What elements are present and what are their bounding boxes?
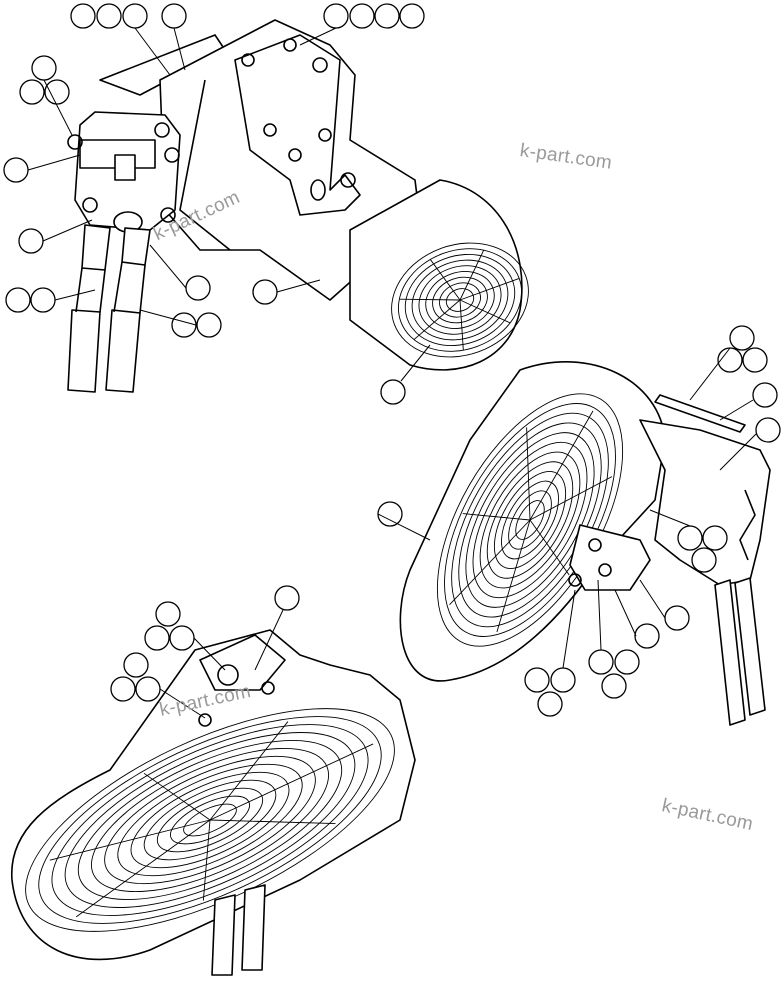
cage-wire [25, 708, 395, 932]
cage-spoke [202, 819, 211, 901]
cage-spoke [459, 278, 520, 301]
cage-spoke [529, 410, 594, 521]
cage-spoke [526, 427, 531, 521]
cage-spoke [399, 298, 461, 301]
cage-spoke [459, 299, 511, 324]
cage-spoke [529, 519, 570, 576]
cage-spoke [459, 299, 464, 351]
cage-wire [38, 716, 382, 924]
cage-spoke [209, 743, 374, 821]
cage-spoke [413, 299, 461, 340]
cage-wire [391, 242, 529, 358]
cage-spoke [209, 819, 336, 825]
top-left-assembly [3, 3, 529, 405]
cage-spoke [459, 250, 485, 301]
right-assembly [377, 325, 781, 726]
cage-spoke [496, 519, 531, 633]
cage-spoke [429, 259, 461, 301]
cage-spoke [449, 519, 531, 605]
cage-spoke [49, 819, 211, 861]
bottom-left-assembly [11, 585, 416, 976]
cage-spoke [75, 819, 211, 918]
cage-spoke [209, 721, 289, 821]
cage-spoke [143, 772, 211, 821]
cage-spoke [462, 513, 531, 521]
cage-spoke [529, 476, 613, 521]
